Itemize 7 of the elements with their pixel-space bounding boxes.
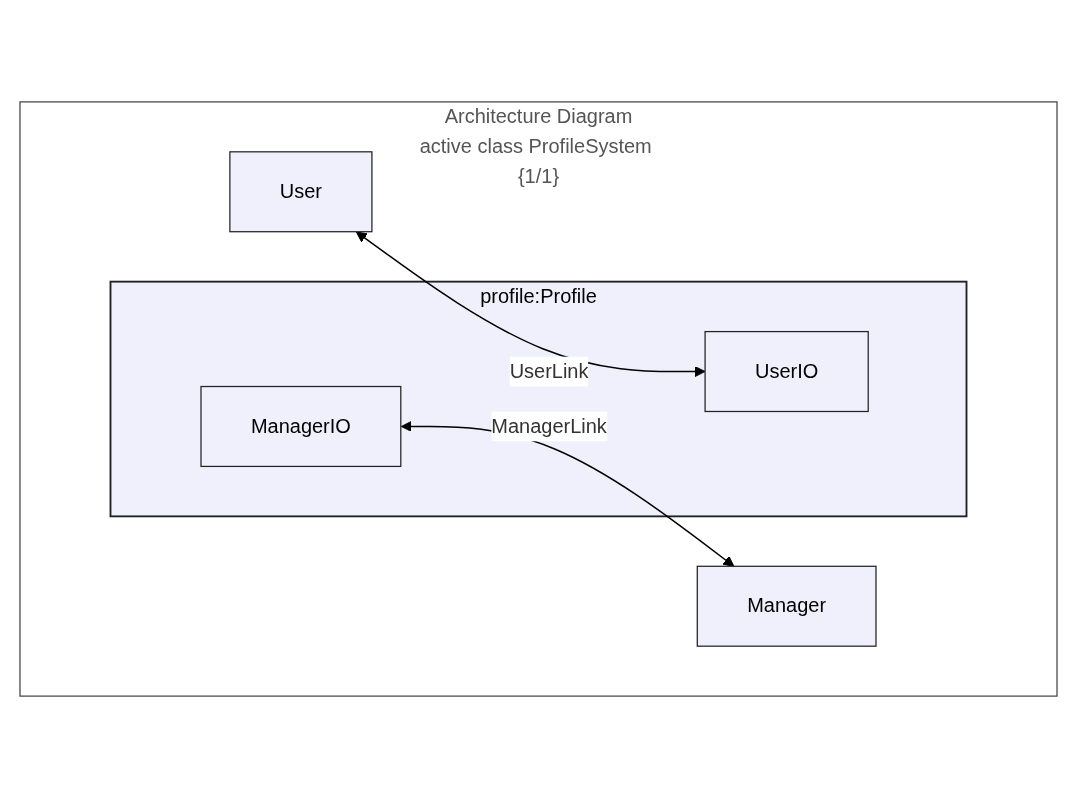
edge-label: ManagerLink	[491, 415, 607, 437]
node-box: User	[229, 151, 373, 233]
arrow	[355, 231, 706, 378]
node-box: Manager	[696, 565, 877, 647]
node-box: UserIO	[704, 330, 869, 413]
node-box: ManagerIO	[200, 385, 402, 468]
edge-label: UserLink	[509, 360, 589, 382]
